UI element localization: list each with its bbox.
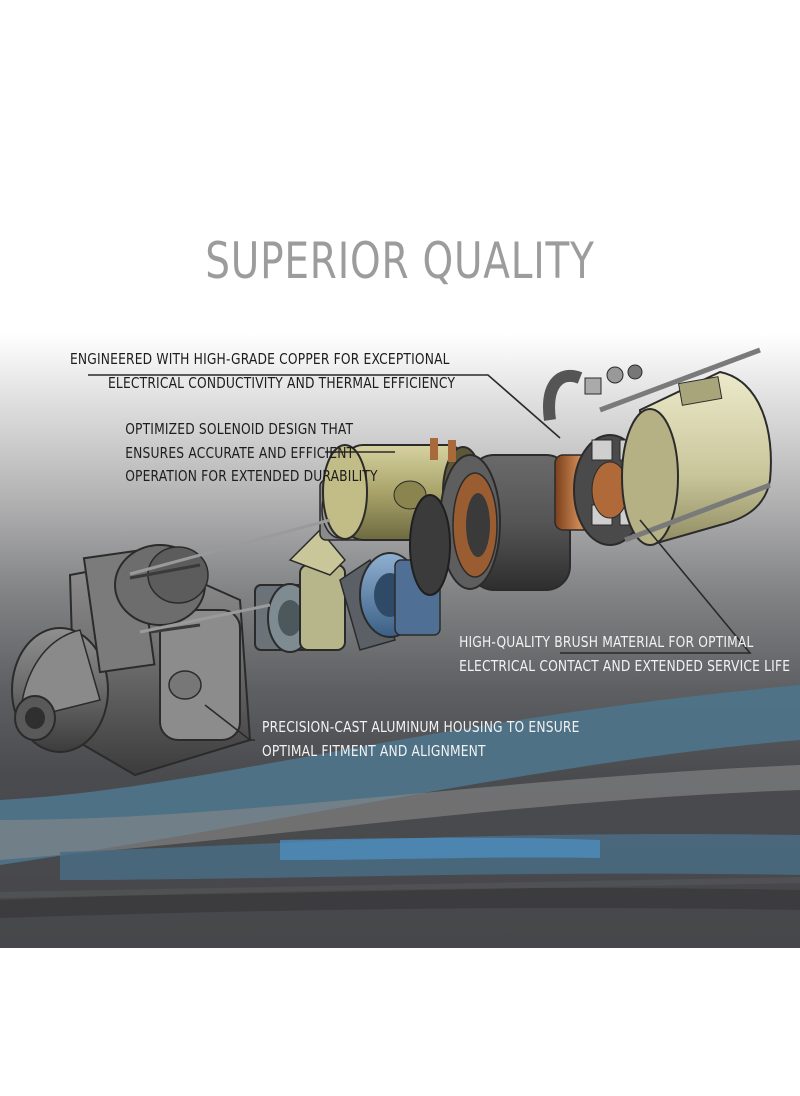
solenoid — [319, 438, 484, 541]
field-frame — [409, 454, 571, 596]
product-panel: ENGINEERED WITH HIGH-GRADE COPPER FOR EX… — [0, 334, 800, 948]
pinion-gear — [254, 528, 347, 653]
drive-end-housing — [11, 544, 252, 777]
page-title: SUPERIOR QUALITY — [205, 232, 595, 290]
callout-leaders — [88, 374, 752, 741]
callout-housing: PRECISION-CAST ALUMINUM HOUSING TO ENSUR… — [262, 718, 580, 760]
callout-copper: ENGINEERED WITH HIGH-GRADE COPPER FOR EX… — [70, 350, 456, 392]
background-swoosh — [0, 685, 800, 918]
planetary-gear-set — [339, 552, 441, 651]
callout-solenoid: OPTIMIZED SOLENOID DESIGN THAT ENSURES A… — [125, 420, 378, 485]
exploded-starter-illustration — [0, 347, 800, 918]
callout-brush: HIGH-QUALITY BRUSH MATERIAL FOR OPTIMAL … — [459, 633, 791, 675]
